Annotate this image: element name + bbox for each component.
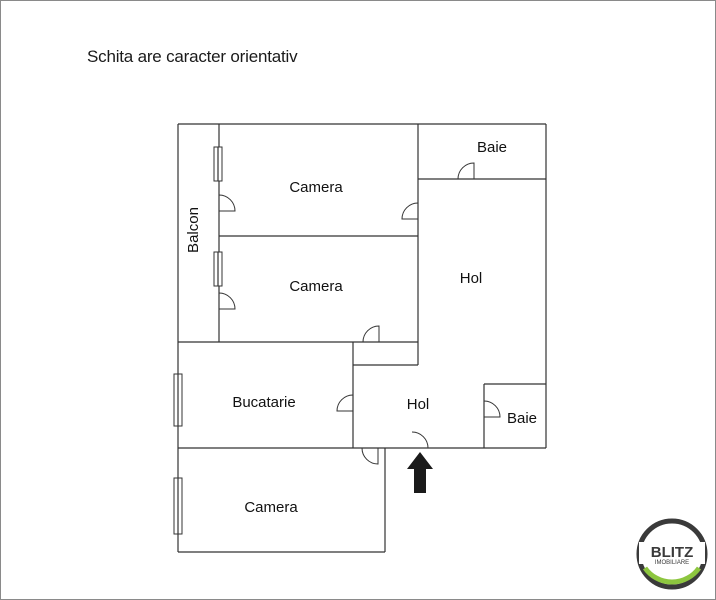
logo-brand-text: BLITZ [651,544,694,561]
entrance-arrow-icon [407,452,433,493]
door [218,292,236,310]
room-label-baie-right: Baie [507,410,537,427]
doors [218,162,501,465]
windows [173,146,223,535]
room-label-hol-small: Hol [407,396,430,413]
blitz-logo: BLITZ IMOBILIARE [636,518,708,590]
logo-sub-text: IMOBILIARE [655,560,689,566]
room-label-camera-top: Camera [289,179,343,196]
door [457,162,475,180]
room-label-baie-top: Baie [477,139,507,156]
walls [177,123,547,553]
door [411,431,429,449]
door [483,400,501,418]
door [361,447,379,465]
room-label-balcon: Balcon [185,207,202,253]
door [362,325,380,343]
room-label-camera-bottom: Camera [244,499,298,516]
room-label-bucatarie: Bucatarie [232,394,295,411]
door [401,202,419,220]
room-label-camera-mid: Camera [289,278,343,295]
door [336,394,354,412]
plan-caption: Schita are caracter orientativ [87,47,298,66]
room-label-hol-large: Hol [460,270,483,287]
door [218,194,236,212]
